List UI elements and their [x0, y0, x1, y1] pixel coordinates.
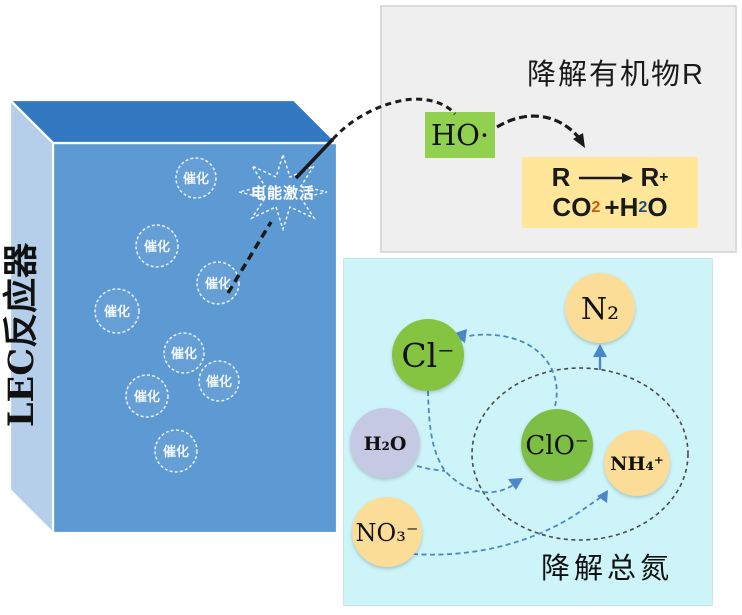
catalysis-bubble: 催化: [154, 429, 198, 473]
reaction-reactant: R: [551, 161, 571, 192]
hydroxyl-radical-box: HO·: [425, 112, 495, 158]
hydroxyl-radical-label: HO·: [430, 118, 490, 152]
nitrogen-panel-title: 降解总氮: [541, 553, 674, 585]
nitrogen-degradation-panel: 降解总氮: [343, 258, 713, 606]
catalysis-bubble: 催化: [163, 332, 205, 374]
organic-panel-title: 降解有机物R: [527, 59, 705, 91]
bubble-ring: [125, 374, 169, 418]
reaction-line-1: R R+: [551, 161, 669, 192]
bubble-label: 催化: [134, 389, 160, 404]
bubble-ring: [135, 224, 179, 268]
lec-reactor: LEC反应器 催化 催化 催化 催化: [1, 97, 340, 536]
bubble-ring: [94, 288, 140, 334]
bubble-label: 催化: [206, 374, 232, 389]
bubble-to-star-line: [226, 221, 273, 294]
star-shape: [238, 152, 328, 232]
bubble-ring: [175, 157, 217, 199]
reactor-front-face: [51, 141, 339, 535]
bubble-ring: [163, 332, 205, 374]
reactor-top-face: [7, 98, 340, 145]
right-arrow-icon: [579, 172, 634, 183]
energy-star-label: 电能激活: [251, 184, 315, 202]
bubble-label: 催化: [205, 276, 231, 291]
catalysis-bubble: 催化: [196, 261, 240, 305]
catalysis-bubble: 催化: [135, 224, 179, 268]
bubble-label: 催化: [144, 239, 170, 254]
catalysis-bubble: 催化: [125, 374, 169, 418]
bubble-label: 催化: [183, 171, 209, 186]
reaction-plus-h: +H: [604, 191, 639, 222]
catalysis-bubbles: 催化 催化 催化 催化 催化: [94, 157, 240, 473]
bubble-label: 催化: [171, 346, 197, 361]
reaction-h2o-o: O: [647, 191, 668, 222]
catalysis-bubble: 催化: [175, 157, 217, 199]
reaction-product: R: [640, 161, 660, 192]
star-to-corner-line: [294, 137, 335, 180]
catalysis-bubble: 催化: [198, 360, 240, 402]
bubble-label: 催化: [104, 304, 130, 319]
energy-activation-star: 电能激活: [238, 152, 328, 232]
catalysis-bubble: 催化: [94, 288, 140, 334]
bubble-label: 催化: [163, 444, 189, 459]
bubble-ring: [154, 429, 198, 473]
reaction-co2-base: CO: [552, 191, 592, 222]
bubble-ring: [198, 360, 240, 402]
bubble-ring: [196, 261, 240, 305]
reactor-side-face: [8, 97, 55, 536]
reactor-label: LEC反应器: [1, 242, 42, 427]
